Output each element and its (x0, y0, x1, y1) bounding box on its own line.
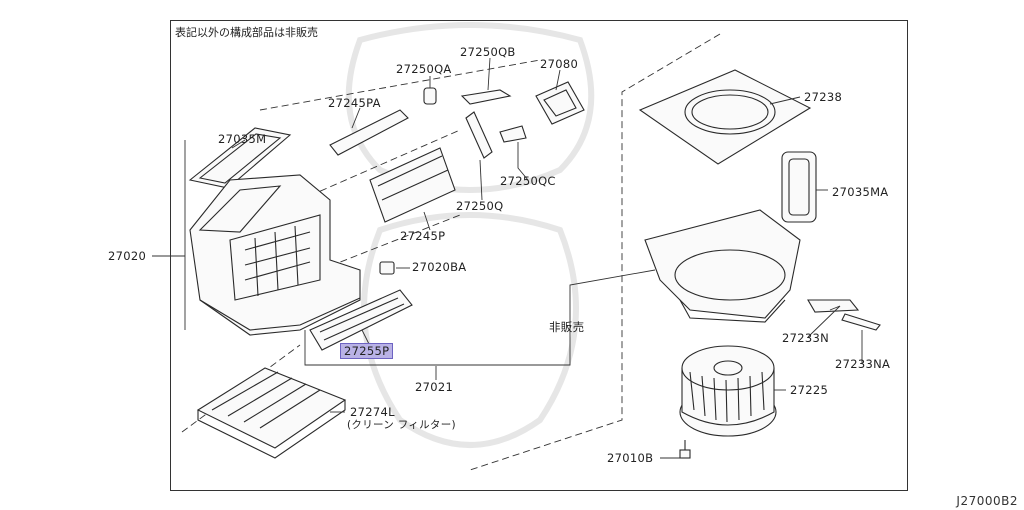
label-27035M[interactable]: 27035M (218, 132, 267, 146)
label-27245P[interactable]: 27245P (400, 229, 446, 243)
label-27274L-description: (クリーン フィルター) (347, 419, 456, 431)
label-27255P[interactable]: 27255P (340, 343, 394, 359)
filter-frame-27255P (309, 289, 413, 351)
label-27245PA[interactable]: 27245PA (328, 96, 381, 110)
label-27035MA[interactable]: 27035MA (832, 185, 889, 199)
label-27274L[interactable]: 27274L (350, 405, 395, 419)
label-27010B[interactable]: 27010B (607, 451, 654, 465)
gasket-27035MA (781, 151, 817, 223)
intake-case-27020 (189, 174, 361, 336)
actuator-27080 (535, 81, 585, 125)
label-27233N[interactable]: 27233N (782, 331, 829, 345)
strips-27233N (807, 299, 881, 331)
gasket-27035M (188, 127, 292, 189)
blower-housing (644, 209, 801, 323)
blower-motor-27225 (679, 345, 777, 437)
label-27250Q[interactable]: 27250Q (456, 199, 504, 213)
label-27250QA[interactable]: 27250QA (396, 62, 452, 76)
label-not-sold: 非販売 (549, 320, 585, 334)
leader-lines (152, 57, 863, 459)
label-27225[interactable]: 27225 (790, 383, 829, 397)
door-27245P (369, 147, 456, 223)
label-27238[interactable]: 27238 (804, 90, 843, 104)
clean-filter-27274L (196, 367, 347, 459)
screw-27010B (679, 440, 691, 459)
diagram-frame (170, 20, 908, 491)
label-27250QC[interactable]: 27250QC (500, 174, 556, 188)
label-27021[interactable]: 27021 (415, 380, 454, 394)
label-27250QB[interactable]: 27250QB (460, 45, 516, 59)
highlighted-part-27255P[interactable]: 27255P (340, 343, 394, 359)
not-sold-note: 表記以外の構成部品は非販売 (175, 26, 318, 39)
plate-27238 (638, 69, 812, 165)
door-27245PA (329, 109, 409, 156)
label-27080[interactable]: 27080 (540, 57, 579, 71)
figure-code: J27000B2 (956, 494, 1018, 508)
label-27233NA[interactable]: 27233NA (835, 357, 891, 371)
clip-27020BA (379, 261, 395, 275)
link-parts-27250 (423, 87, 527, 159)
label-27020[interactable]: 27020 (108, 249, 147, 263)
label-27020BA[interactable]: 27020BA (412, 260, 467, 274)
assembly-dash-lines (181, 33, 721, 471)
